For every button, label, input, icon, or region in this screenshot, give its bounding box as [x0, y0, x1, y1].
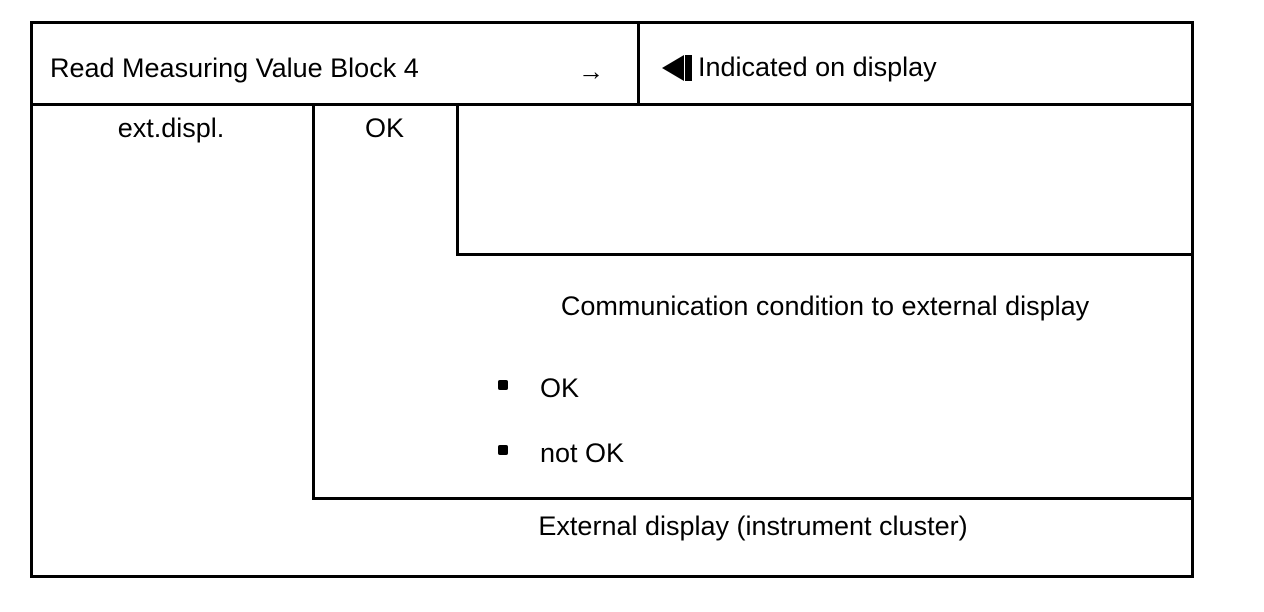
list-item-label: not OK — [540, 438, 625, 468]
measured-value-label: OK — [364, 113, 404, 143]
read-measuring-value-block-label: Read Measuring Value Block 4 — [50, 53, 419, 83]
rule-column1-divider — [312, 103, 315, 500]
list-item-label: OK — [540, 373, 580, 403]
rule-value-cell-bottom — [456, 253, 1194, 256]
diagram-caption: External display (instrument cluster) — [538, 511, 968, 541]
right-arrow-icon: → — [578, 56, 604, 86]
indicated-on-display-label: Indicated on display — [698, 52, 937, 82]
indicated-on-display-group: Indicated on display — [662, 54, 937, 81]
diagram-outer-frame — [30, 21, 1194, 578]
bullet-icon — [498, 445, 508, 455]
list-item: OK — [456, 375, 1194, 402]
rule-header-bottom — [30, 103, 1194, 106]
list-item: not OK — [456, 440, 1194, 467]
left-triangle-bar-icon — [662, 54, 696, 81]
rule-header-divider — [637, 21, 640, 106]
bullet-icon — [498, 380, 508, 390]
description-heading: Communication condition to external disp… — [560, 291, 1090, 321]
condition-bullet-list: OK not OK — [456, 375, 1194, 505]
channel-name-label: ext.displ. — [117, 113, 225, 143]
rule-caption-top — [312, 497, 1194, 500]
rule-column2-divider — [456, 103, 459, 256]
